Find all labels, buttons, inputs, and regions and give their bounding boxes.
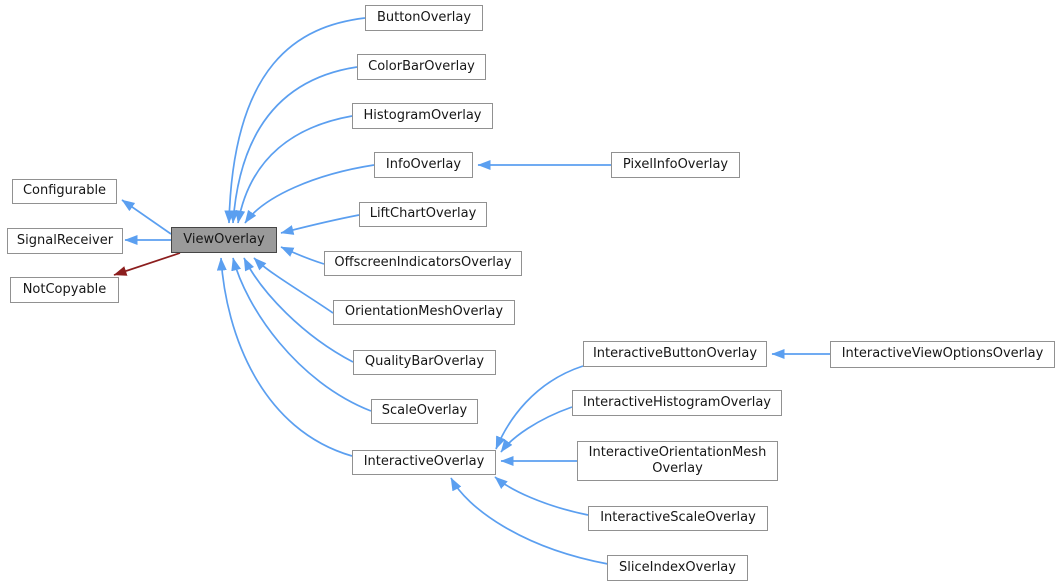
node-colorbaroverlay[interactable]: ColorBarOverlay xyxy=(357,54,486,80)
node-notcopyable[interactable]: NotCopyable xyxy=(10,277,119,303)
node-offscreenindicatorsoverlay[interactable]: OffscreenIndicatorsOverlay xyxy=(324,251,522,276)
edge-interactivehistogramoverlay-interactiveoverlay xyxy=(500,406,573,453)
node-interactivehistogramoverlay[interactable]: InteractiveHistogramOverlay xyxy=(572,390,782,416)
edge-scaleoverlay-viewoverlay xyxy=(231,257,372,412)
node-buttonoverlay[interactable]: ButtonOverlay xyxy=(365,5,483,31)
edge-sliceindexoverlay-interactiveoverlay xyxy=(450,477,609,565)
node-interactiveoverlay[interactable]: InteractiveOverlay xyxy=(352,450,496,475)
node-qualitybaroverlay[interactable]: QualityBarOverlay xyxy=(353,350,496,375)
edge-viewoverlay-configurable xyxy=(121,199,172,235)
node-pixelinfooverlay[interactable]: PixelInfoOverlay xyxy=(611,152,740,178)
edge-offscreenindicatorsoverlay-viewoverlay xyxy=(280,246,325,265)
node-scaleoverlay[interactable]: ScaleOverlay xyxy=(371,399,478,424)
edge-interactivebuttonoverlay-interactiveoverlay xyxy=(495,365,584,450)
node-interactivebuttonoverlay[interactable]: InteractiveButtonOverlay xyxy=(583,341,767,367)
edge-buttonoverlay-viewoverlay xyxy=(224,17,366,224)
node-orientationmeshoverlay[interactable]: OrientationMeshOverlay xyxy=(333,300,515,325)
edge-orientationmeshoverlay-viewoverlay xyxy=(253,257,334,314)
node-interactiveorientationmeshoverlay[interactable]: InteractiveOrientationMesh Overlay xyxy=(577,441,778,481)
edge-liftchartoverlay-viewoverlay xyxy=(280,214,360,235)
node-liftchartoverlay[interactable]: LiftChartOverlay xyxy=(359,202,487,227)
edge-histogramoverlay-viewoverlay xyxy=(235,115,353,224)
edge-interactivescaleoverlay-interactiveoverlay xyxy=(494,476,589,516)
node-sliceindexoverlay[interactable]: SliceIndexOverlay xyxy=(607,555,748,581)
edge-infooverlay-viewoverlay xyxy=(244,164,375,224)
node-interactivescaleoverlay[interactable]: InteractiveScaleOverlay xyxy=(588,506,768,531)
edge-interactiveoverlay-viewoverlay xyxy=(216,257,353,457)
node-signalreceiver[interactable]: SignalReceiver xyxy=(7,228,123,254)
node-infooverlay[interactable]: InfoOverlay xyxy=(374,152,473,178)
edge-colorbaroverlay-viewoverlay xyxy=(228,66,358,224)
node-viewoverlay-focus: ViewOverlay xyxy=(171,227,277,253)
node-histogramoverlay[interactable]: HistogramOverlay xyxy=(352,103,493,129)
edge-viewoverlay-notcopyable xyxy=(113,252,181,276)
node-interactiveviewoptionsoverlay[interactable]: InteractiveViewOptionsOverlay xyxy=(830,341,1055,368)
node-configurable[interactable]: Configurable xyxy=(12,179,117,204)
